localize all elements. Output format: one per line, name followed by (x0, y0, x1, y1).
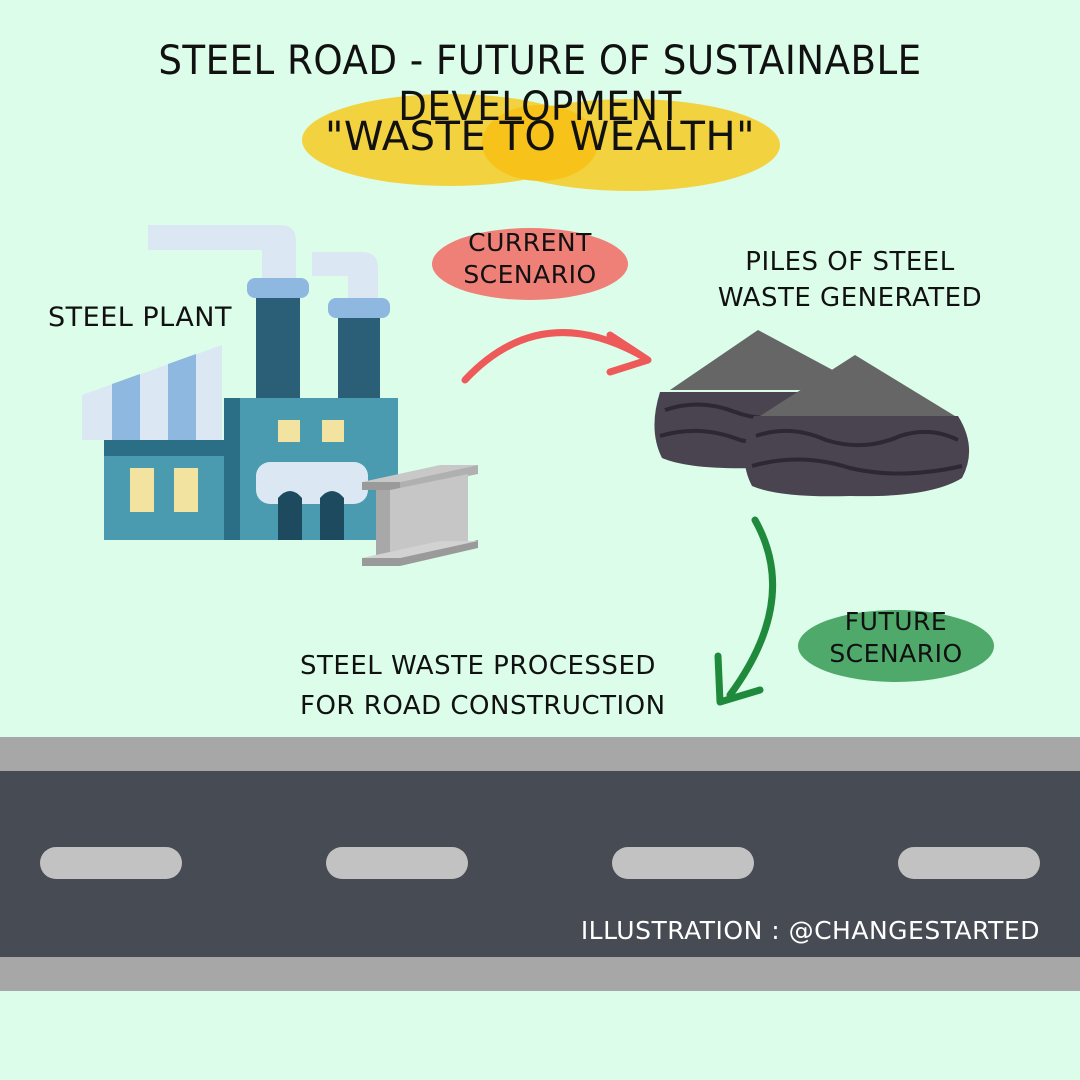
steel-waste-pile-icon (654, 330, 970, 497)
steel-i-beam-icon (362, 465, 478, 566)
piles-line1: PILES OF STEEL (745, 247, 955, 277)
steel-plant-icon (82, 225, 398, 540)
future-scenario-line2: SCENARIO (829, 639, 963, 668)
processed-label: STEEL WASTE PROCESSED FOR ROAD CONSTRUCT… (300, 646, 680, 726)
lane-marking (612, 847, 754, 879)
future-scenario-pill (798, 610, 994, 682)
steel-plant-label-text: STEEL PLANT (48, 302, 232, 333)
subtitle-highlight (302, 94, 780, 191)
future-scenario-label: FUTURE SCENARIO (798, 606, 994, 670)
road (0, 737, 1080, 991)
illustration-credit: ILLUSTRATION : @CHANGESTARTED (580, 916, 1040, 945)
future-scenario-line1: FUTURE (844, 607, 948, 636)
piles-label: PILES OF STEEL WASTE GENERATED (700, 244, 1000, 316)
current-scenario-pill (432, 228, 628, 300)
subtitle: "WASTE TO WEALTH" (325, 114, 755, 160)
subtitle-block: "WASTE TO WEALTH" (300, 92, 780, 192)
page-title: STEEL ROAD - FUTURE OF SUSTAINABLE DEVEL… (158, 38, 922, 130)
lane-marking (40, 847, 182, 879)
current-scenario-arrow (461, 329, 652, 384)
steel-plant-label: STEEL PLANT (40, 300, 240, 336)
processed-line2: FOR ROAD CONSTRUCTION (300, 691, 666, 721)
lane-marking (898, 847, 1040, 879)
current-scenario-line2: SCENARIO (463, 260, 597, 289)
current-scenario-line1: CURRENT (468, 228, 592, 257)
piles-line2: WASTE GENERATED (717, 283, 983, 313)
lane-marking (326, 847, 468, 879)
processed-line1: STEEL WASTE PROCESSED (300, 651, 656, 681)
future-scenario-arrow (714, 516, 777, 706)
current-scenario-label: CURRENT SCENARIO (432, 227, 628, 291)
